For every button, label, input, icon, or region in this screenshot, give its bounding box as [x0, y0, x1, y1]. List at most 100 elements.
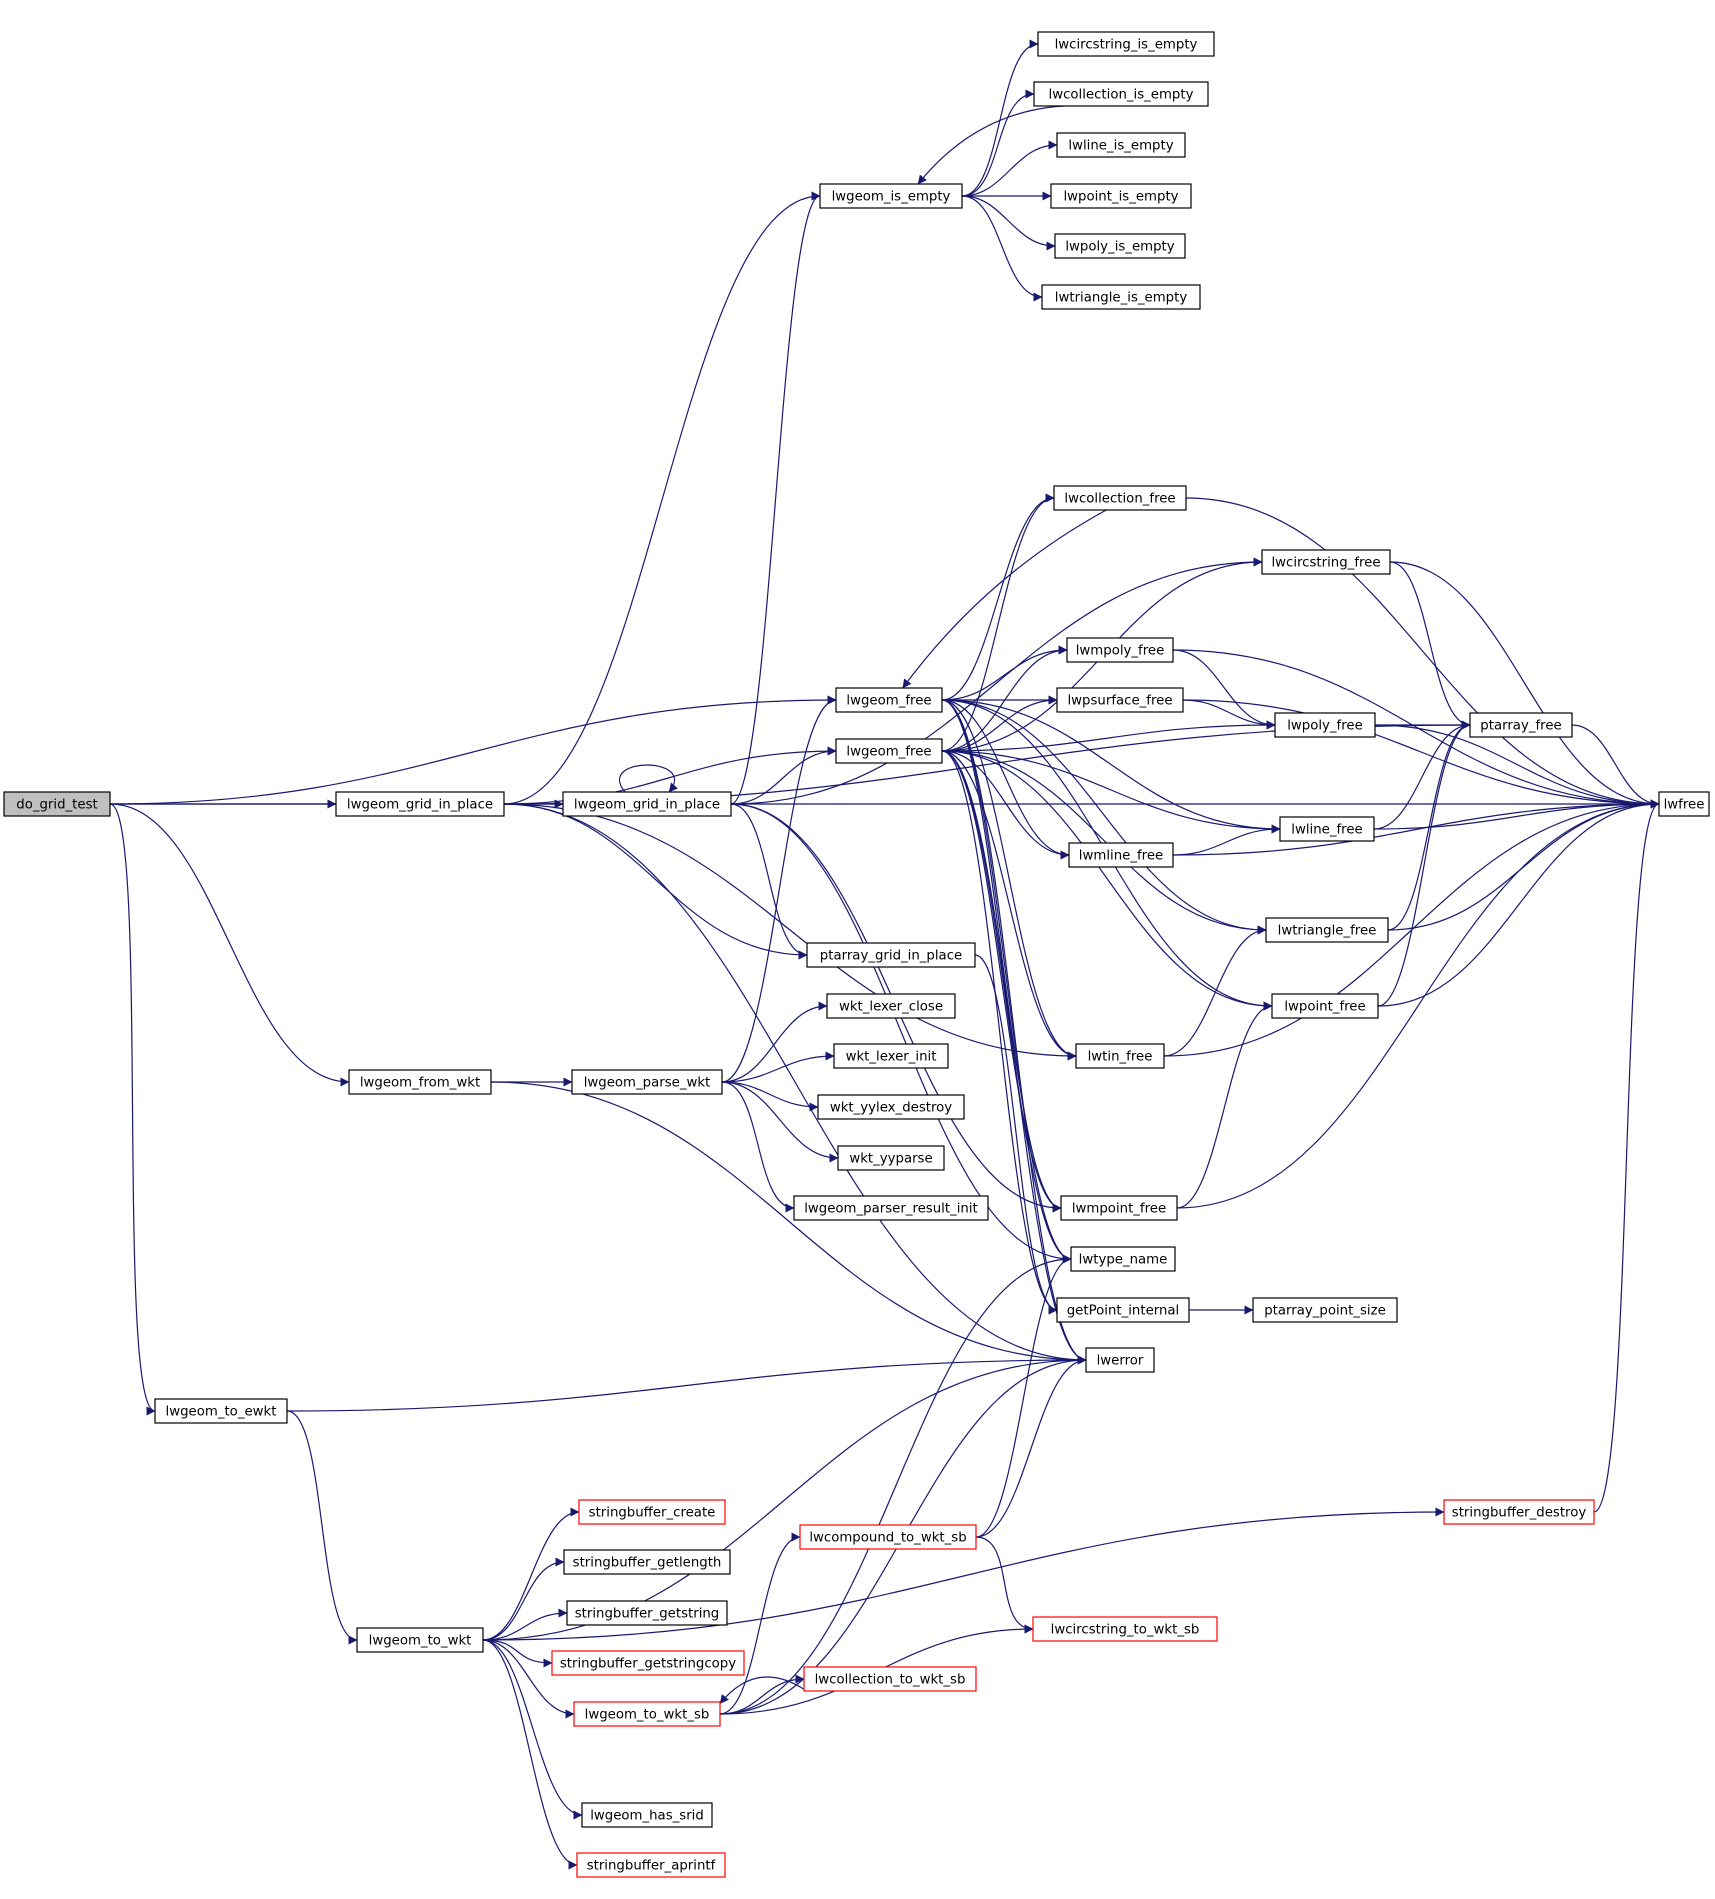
node-label: lwpoly_free: [1287, 719, 1363, 734]
edge-lwpsurface_free-to-lwfree: [1182, 699, 1660, 809]
edge-lwgeom_free_b-to-lwerror: [941, 750, 1087, 1365]
node-lwcollection_is_empty[interactable]: lwcollection_is_empty: [1033, 81, 1209, 107]
node-lwmpoint_free[interactable]: lwmpoint_free: [1060, 1195, 1178, 1221]
node-label: wkt_yylex_destroy: [830, 1101, 952, 1116]
node-lwcircstring_to_wkt_sb[interactable]: lwcircstring_to_wkt_sb: [1032, 1616, 1218, 1642]
node-box: [1261, 549, 1391, 575]
node-label: ptarray_point_size: [1264, 1304, 1386, 1319]
node-lwcircstring_is_empty[interactable]: lwcircstring_is_empty: [1037, 31, 1215, 57]
node-lwpoint_is_empty[interactable]: lwpoint_is_empty: [1050, 183, 1192, 209]
node-ptarray_point_size[interactable]: ptarray_point_size: [1252, 1297, 1398, 1323]
edge-lwcollection_free-to-lwfree: [1185, 497, 1660, 809]
node-box: [356, 1627, 484, 1653]
node-box: [563, 1549, 731, 1575]
node-wkt_lexer_init[interactable]: wkt_lexer_init: [833, 1043, 949, 1069]
node-lwline_free[interactable]: lwline_free: [1279, 816, 1375, 842]
node-box: [581, 1802, 713, 1828]
node-box: [1068, 842, 1174, 868]
edge-lwgeom_parse_wkt-to-lwgeom_free_a: [721, 695, 837, 1083]
edge-lwgeom_free_b-to-lwpoly_free: [941, 720, 1276, 752]
edge-lwtriangle_free-to-ptarray_free: [1387, 720, 1471, 931]
edge-lwgeom_to_wkt_sb-to-lwtype_name: [719, 1254, 1072, 1715]
edge-lwmline_free-to-lwfree: [1172, 799, 1660, 856]
node-stringbuffer_create[interactable]: stringbuffer_create: [578, 1499, 726, 1525]
node-stringbuffer_destroy[interactable]: stringbuffer_destroy: [1443, 1499, 1595, 1525]
edge-lwgeom_free_b-to-lwtin_free: [941, 750, 1077, 1061]
node-lwmpoly_free[interactable]: lwmpoly_free: [1066, 637, 1174, 663]
node-stringbuffer_getstringcopy[interactable]: stringbuffer_getstringcopy: [551, 1650, 745, 1676]
node-lwcircstring_free[interactable]: lwcircstring_free: [1261, 549, 1391, 575]
node-getPoint_internal[interactable]: getPoint_internal: [1056, 1297, 1190, 1323]
node-lwpoly_free[interactable]: lwpoly_free: [1274, 712, 1376, 738]
node-lwpoly_is_empty[interactable]: lwpoly_is_empty: [1054, 233, 1186, 259]
node-label: wkt_yyparse: [849, 1152, 932, 1167]
node-box: [1037, 31, 1215, 57]
node-lwgeom_grid_in_place_a[interactable]: lwgeom_grid_in_place: [335, 791, 505, 817]
node-lwgeom_free_b[interactable]: lwgeom_free: [835, 738, 943, 764]
node-lwgeom_to_wkt_sb[interactable]: lwgeom_to_wkt_sb: [573, 1701, 721, 1727]
node-label: lwpoint_free: [1284, 1000, 1365, 1015]
node-label: lwgeom_parse_wkt: [584, 1076, 711, 1091]
node-stringbuffer_getlength[interactable]: stringbuffer_getlength: [563, 1549, 731, 1575]
node-label: lwcollection_is_empty: [1049, 88, 1194, 103]
node-lwpoint_free[interactable]: lwpoint_free: [1271, 993, 1379, 1019]
node-lwgeom_is_empty[interactable]: lwgeom_is_empty: [819, 183, 963, 209]
node-label: do_grid_test: [16, 798, 97, 813]
node-stringbuffer_aprintf[interactable]: stringbuffer_aprintf: [576, 1852, 726, 1878]
node-lwtriangle_free[interactable]: lwtriangle_free: [1265, 917, 1389, 943]
node-wkt_yylex_destroy[interactable]: wkt_yylex_destroy: [817, 1094, 965, 1120]
node-lwgeom_parse_wkt[interactable]: lwgeom_parse_wkt: [571, 1069, 723, 1095]
node-label: lwgeom_parser_result_init: [804, 1202, 978, 1217]
node-label: lwerror: [1097, 1354, 1144, 1369]
node-lwgeom_to_wkt[interactable]: lwgeom_to_wkt: [356, 1627, 484, 1653]
edge-ptarray_free-to-lwfree: [1571, 724, 1660, 809]
node-box: [1443, 1499, 1595, 1525]
node-lwgeom_has_srid[interactable]: lwgeom_has_srid: [581, 1802, 713, 1828]
edge-lwgeom_free_b-to-lwmline_free: [941, 750, 1070, 860]
edge-lwgeom_to_wkt-to-stringbuffer_create: [482, 1507, 580, 1641]
edge-lwpoint_free-to-ptarray_free: [1377, 720, 1471, 1007]
edge-lwgeom_grid_in_place_a-to-lwerror: [503, 803, 1087, 1365]
node-lwtype_name[interactable]: lwtype_name: [1070, 1246, 1176, 1272]
node-do_grid_test[interactable]: do_grid_test: [3, 791, 111, 817]
node-lwgeom_grid_in_place_b[interactable]: lwgeom_grid_in_place: [562, 791, 732, 817]
node-label: stringbuffer_getstring: [575, 1607, 720, 1622]
node-lwerror[interactable]: lwerror: [1085, 1347, 1155, 1373]
node-lwcompound_to_wkt_sb[interactable]: lwcompound_to_wkt_sb: [799, 1524, 977, 1550]
node-label: getPoint_internal: [1067, 1304, 1180, 1319]
node-wkt_lexer_close[interactable]: wkt_lexer_close: [826, 993, 956, 1019]
node-lwtriangle_is_empty[interactable]: lwtriangle_is_empty: [1041, 284, 1201, 310]
node-lwgeom_free_a[interactable]: lwgeom_free: [835, 687, 943, 713]
node-lwgeom_to_ewkt[interactable]: lwgeom_to_ewkt: [154, 1398, 288, 1424]
node-lwcollection_free[interactable]: lwcollection_free: [1053, 485, 1187, 511]
node-label: wkt_lexer_init: [846, 1050, 937, 1065]
edge-lwgeom_parse_wkt-to-wkt_lexer_close: [721, 1001, 828, 1083]
node-stringbuffer_getstring[interactable]: stringbuffer_getstring: [566, 1600, 728, 1626]
node-lwpsurface_free[interactable]: lwpsurface_free: [1056, 687, 1184, 713]
node-box: [3, 791, 111, 817]
edge-lwgeom_grid_in_place_b-to-lwgeom_grid_in_place_b: [618, 764, 678, 793]
node-lwfree[interactable]: lwfree: [1658, 791, 1710, 817]
node-box: [833, 1043, 949, 1069]
node-lwmline_free[interactable]: lwmline_free: [1068, 842, 1174, 868]
edge-lwgeom_free_a-to-lwmline_free: [941, 699, 1070, 860]
node-box: [826, 993, 956, 1019]
node-label: stringbuffer_destroy: [1452, 1506, 1587, 1521]
node-lwline_is_empty[interactable]: lwline_is_empty: [1056, 132, 1186, 158]
node-ptarray_free[interactable]: ptarray_free: [1469, 712, 1573, 738]
edge-lwgeom_parse_wkt-to-wkt_lexer_init: [721, 1051, 835, 1083]
edge-lwgeom_to_wkt_sb-to-lwcompound_to_wkt_sb: [719, 1532, 801, 1715]
node-lwcollection_to_wkt_sb[interactable]: lwcollection_to_wkt_sb: [803, 1666, 977, 1692]
node-ptarray_grid_in_place[interactable]: ptarray_grid_in_place: [806, 942, 976, 968]
node-lwtin_free[interactable]: lwtin_free: [1075, 1043, 1165, 1069]
node-label: stringbuffer_aprintf: [587, 1859, 716, 1874]
node-wkt_yyparse[interactable]: wkt_yyparse: [837, 1145, 945, 1171]
node-label: stringbuffer_getlength: [573, 1556, 722, 1571]
edge-lwmpoly_free-to-lwpoly_free: [1172, 649, 1276, 730]
node-lwgeom_from_wkt[interactable]: lwgeom_from_wkt: [348, 1069, 492, 1095]
node-box: [1279, 816, 1375, 842]
node-lwgeom_parser_result_init[interactable]: lwgeom_parser_result_init: [793, 1195, 989, 1221]
edge-lwgeom_parse_wkt-to-wkt_yyparse: [721, 1081, 839, 1163]
edge-lwgeom_grid_in_place_b-to-ptarray_grid_in_place: [730, 803, 808, 960]
